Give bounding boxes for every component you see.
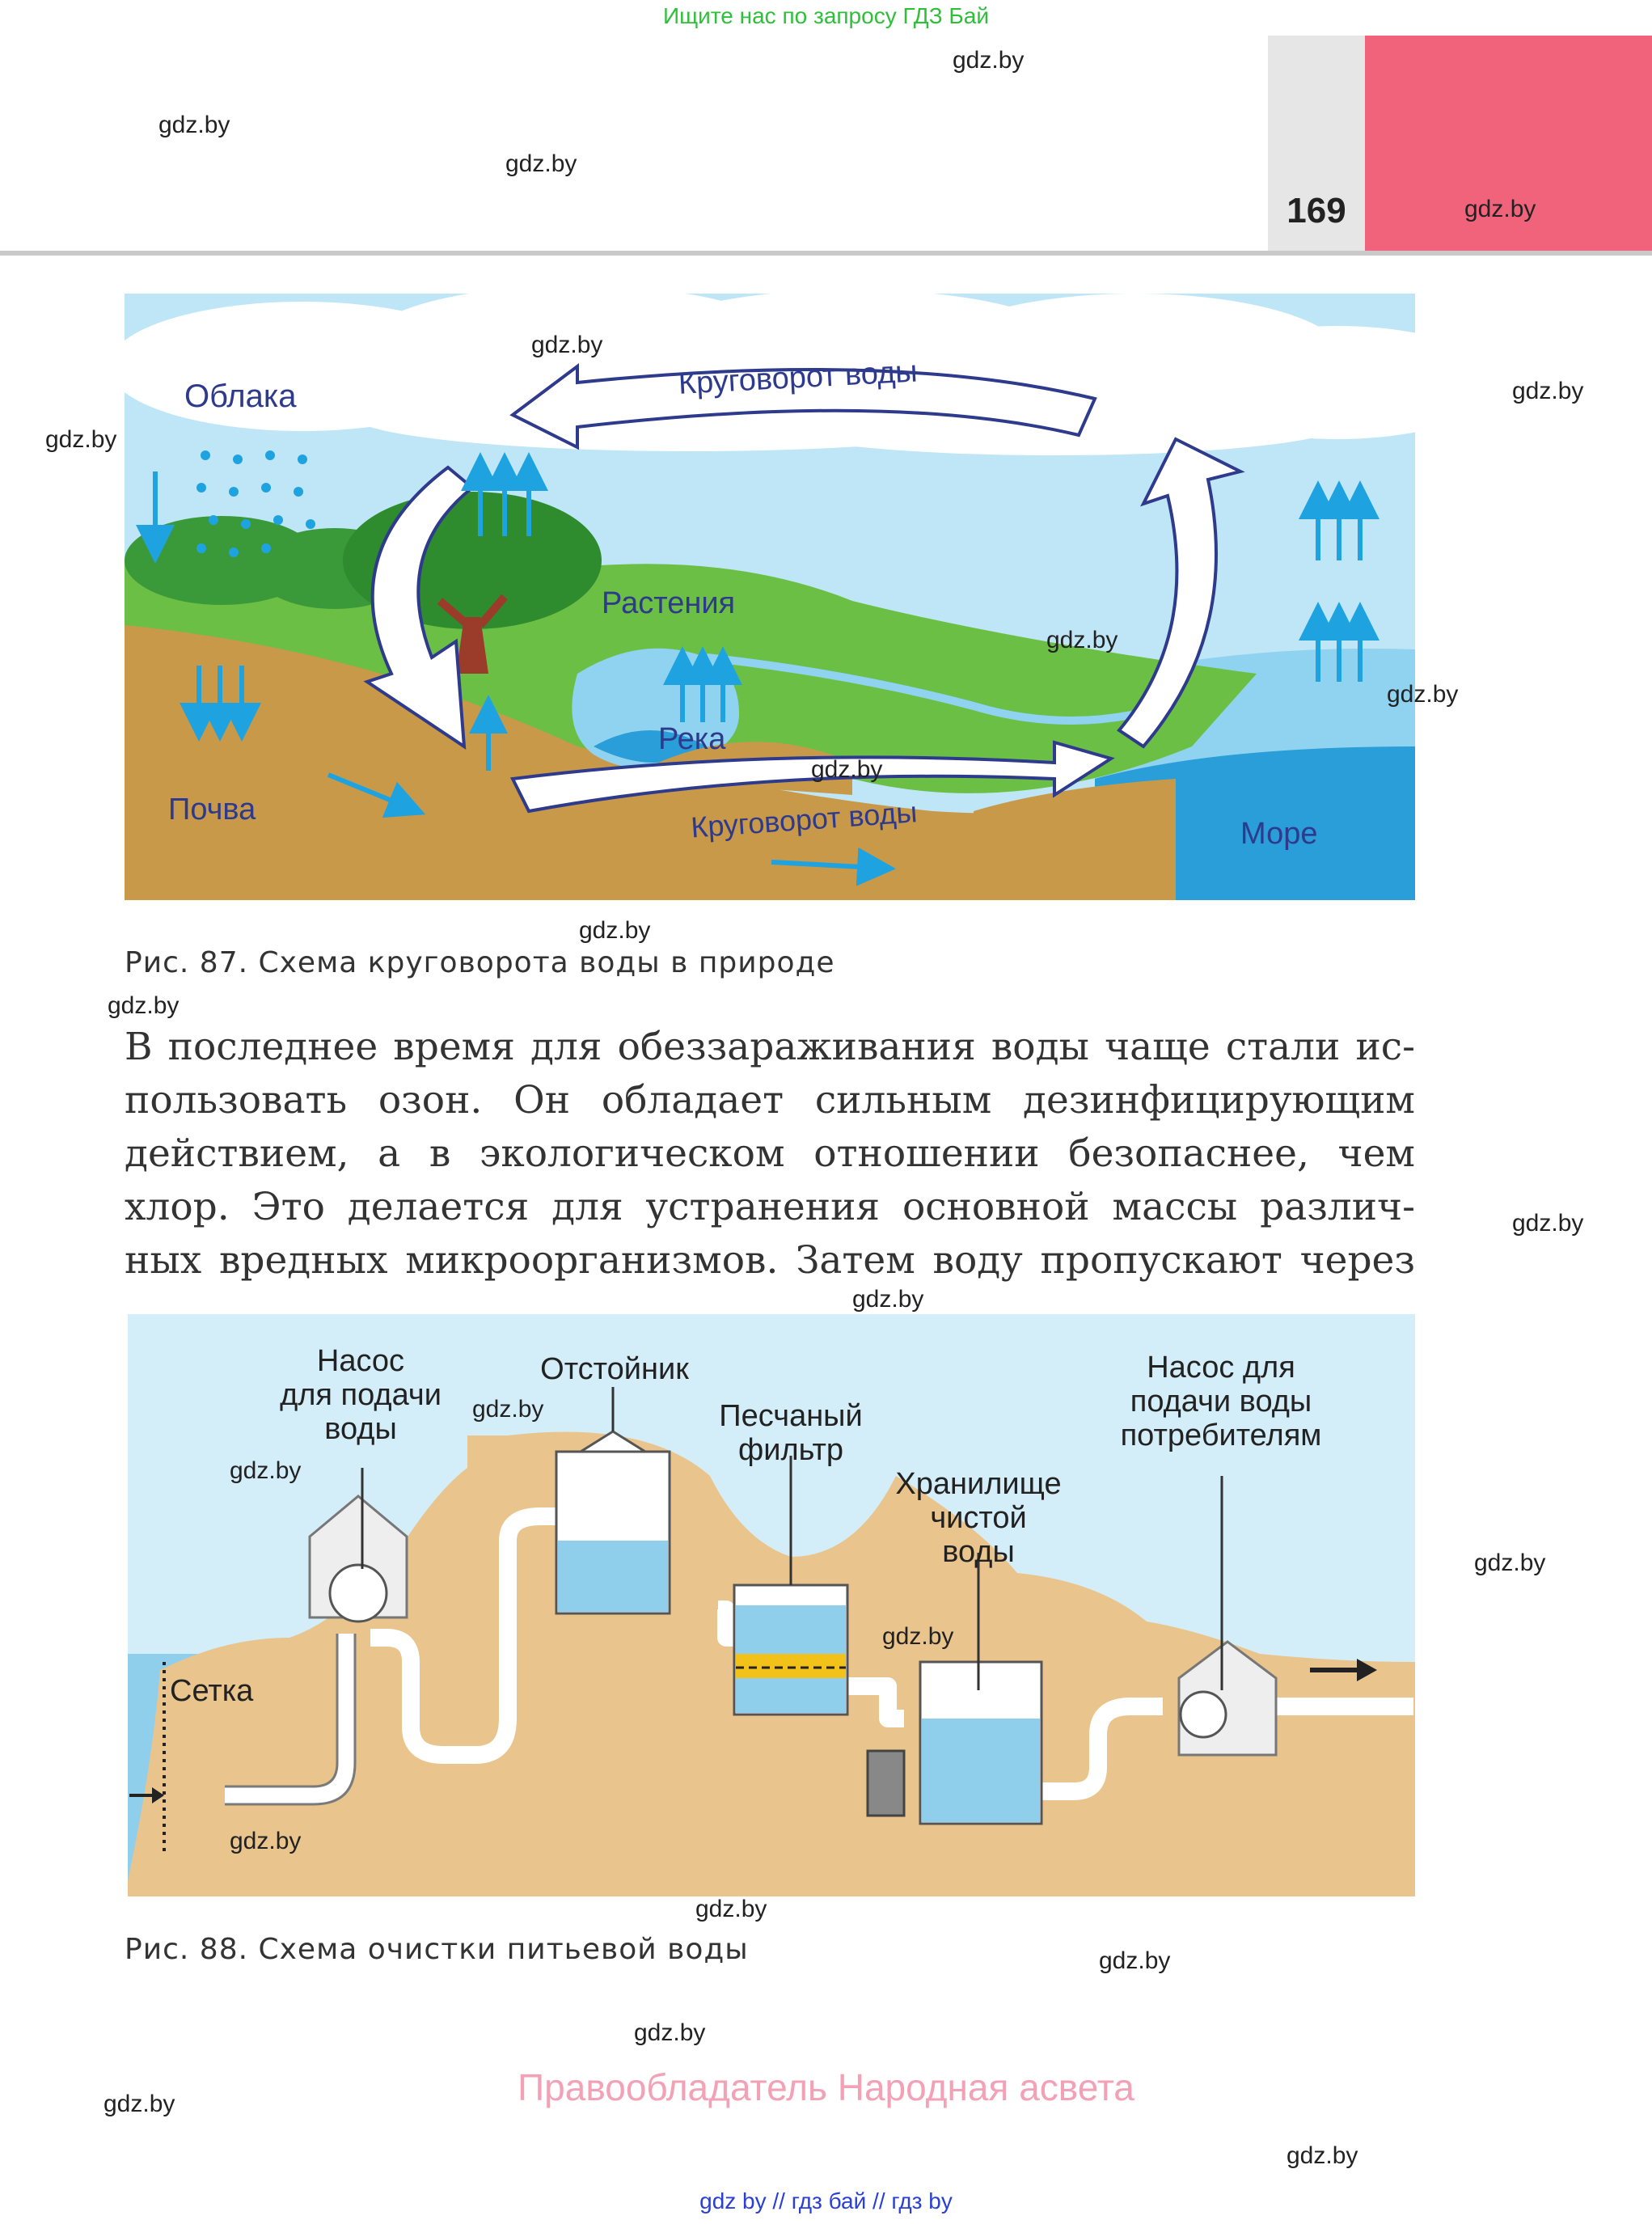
label-intake-pump-line3: воды	[324, 1412, 397, 1446]
watermark: gdz.by	[505, 150, 577, 177]
page-number-tab	[1268, 36, 1365, 256]
purification-illustration: Насос для подачи воды Отстойник Песчаный…	[128, 1314, 1415, 1896]
label-soil: Почва	[168, 793, 256, 827]
watermark: gdz.by	[230, 1828, 302, 1854]
sand-filter	[733, 1583, 849, 1716]
figure-water-purification: Насос для подачи воды Отстойник Песчаный…	[128, 1314, 1415, 1896]
body-paragraph: В последнее время для обеззараживания во…	[125, 1021, 1415, 1287]
pipes	[225, 1507, 1413, 1804]
label-sand-filter-line1: Песчаный	[719, 1399, 862, 1433]
watermark: gdz.by	[811, 756, 883, 783]
label-grid: Сетка	[170, 1674, 254, 1708]
label-river: Река	[658, 722, 726, 756]
label-storage-line1: Хранилище	[895, 1467, 1061, 1501]
text-line: хлор. Это делается для устранения основн…	[125, 1185, 1415, 1229]
watermark: gdz.by	[531, 332, 603, 358]
text-line: ных вредных микроорганизмов. Затем воду …	[125, 1238, 1415, 1283]
water-flow-arrows	[136, 452, 1379, 886]
label-intake-pump-line1: Насос	[317, 1344, 404, 1378]
label-clouds: Облака	[184, 378, 297, 414]
filter-pump-motor	[866, 1749, 906, 1817]
label-settler: Отстойник	[540, 1352, 689, 1386]
label-sea: Море	[1240, 817, 1317, 851]
figure88-caption: Рис. 88. Схема очистки питьевой воды	[125, 1933, 749, 1966]
label-consumer-pump-line1: Насос для	[1147, 1351, 1295, 1385]
page-number: 169	[1287, 191, 1346, 230]
watermark: gdz.by	[953, 47, 1025, 74]
watermark: gdz.by	[104, 2091, 175, 2117]
label-plants: Растения	[602, 586, 735, 620]
figure-water-cycle: Облака Круговорот воды Растения Река Поч…	[125, 294, 1415, 900]
watermark: gdz.by	[634, 2019, 706, 2046]
top-notice: Ищите нас по запросу ГДЗ Бай	[662, 3, 990, 28]
watermark: gdz.by	[695, 1896, 767, 1922]
rain-drops	[196, 450, 315, 557]
label-pointers	[361, 1387, 1223, 1690]
bottom-links[interactable]: gdz by // гдз бай // гдз by	[699, 2188, 953, 2213]
watermark: gdz.by	[45, 426, 117, 453]
watermark: gdz.by	[1464, 196, 1536, 222]
watermark: gdz.by	[1099, 1947, 1171, 1974]
text-line: В последнее время для обеззараживания во…	[125, 1025, 1415, 1069]
label-sand-filter-line2: фильтр	[738, 1433, 843, 1467]
intake-pump-house	[308, 1495, 408, 1623]
cycle-arrows	[363, 363, 1245, 814]
text-line: пользовать озон. Он обладает сильным дез…	[125, 1078, 1415, 1123]
watermark: gdz.by	[852, 1286, 924, 1313]
watermark: gdz.by	[158, 112, 230, 138]
clean-water-storage	[919, 1660, 1043, 1825]
text-line: действием, а в экологическом отношении б…	[125, 1131, 1415, 1176]
water-cycle-illustration: Облака Круговорот воды Растения Река Поч…	[125, 294, 1415, 900]
watermark: gdz.by	[108, 992, 180, 1019]
watermark: gdz.by	[579, 917, 651, 944]
watermark: gdz.by	[882, 1623, 954, 1650]
pipe-outlines	[225, 1634, 357, 1806]
label-consumer-pump-line2: подачи воды	[1130, 1385, 1312, 1419]
label-consumer-pump-line3: потребителям	[1121, 1419, 1322, 1452]
figure87-caption: Рис. 87. Схема круговорота воды в природ…	[125, 946, 835, 979]
header-divider	[0, 251, 1652, 256]
label-intake-pump-line2: для подачи	[280, 1378, 442, 1412]
watermark: gdz.by	[1512, 378, 1584, 404]
label-storage-line2: чистой	[930, 1501, 1026, 1535]
watermark: gdz.by	[1387, 681, 1459, 708]
rights-holder-notice: Правообладатель Народная асвета	[518, 2066, 1134, 2108]
watermark: gdz.by	[1512, 1210, 1584, 1237]
section-color-tab	[1365, 36, 1652, 256]
watermark: gdz.by	[472, 1396, 544, 1423]
watermark: gdz.by	[1474, 1550, 1546, 1576]
label-storage-line3: воды	[942, 1535, 1015, 1569]
consumer-pump-house	[1177, 1640, 1278, 1757]
watermark: gdz.by	[1046, 627, 1118, 653]
watermark: gdz.by	[1287, 2142, 1358, 2169]
settler-tank	[555, 1430, 671, 1615]
watermark: gdz.by	[230, 1457, 302, 1484]
